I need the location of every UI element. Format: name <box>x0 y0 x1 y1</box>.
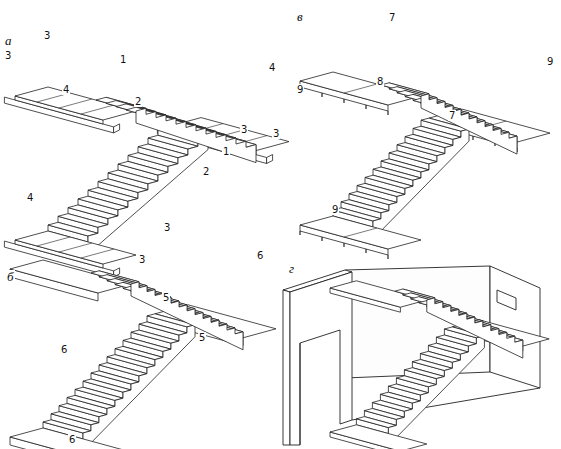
callout-number: 1 <box>119 54 127 65</box>
landing-slab <box>300 216 421 249</box>
slab-rib <box>387 111 388 115</box>
callout-number: 6 <box>256 250 264 261</box>
callout-number: 3 <box>272 128 280 139</box>
stair-tread <box>436 335 476 346</box>
panel-letter: г <box>288 262 295 275</box>
landing-slab <box>330 425 427 449</box>
stair-tread <box>420 351 460 362</box>
callout-number: 6 <box>68 434 76 445</box>
callout-number: 9 <box>331 204 339 215</box>
slab-joint <box>59 99 92 108</box>
panel-letter: в <box>296 10 304 23</box>
stair-stringer <box>88 138 208 254</box>
beam-end <box>267 155 273 164</box>
slab-joint <box>81 105 114 114</box>
callout-number: 3 <box>240 124 248 135</box>
callout-number: 7 <box>388 12 396 23</box>
callout-number: 1 <box>222 146 230 157</box>
stair-tread <box>356 417 396 428</box>
left-wall-edge <box>283 290 290 445</box>
stair-tread <box>372 400 412 411</box>
floor-line <box>352 388 540 420</box>
callout-number: 3 <box>4 50 12 61</box>
callout-number: 6 <box>60 344 68 355</box>
slab-rib <box>365 105 366 109</box>
stair-tread <box>412 360 452 371</box>
slab-joint <box>37 237 70 246</box>
slab-rib <box>387 255 388 259</box>
callout-number: 9 <box>296 84 304 95</box>
slab-rib <box>321 93 322 97</box>
left-wall-face <box>290 272 352 445</box>
callout-number: 7 <box>448 110 456 121</box>
callout-number: 5 <box>198 332 206 343</box>
stair-stringer <box>388 336 484 446</box>
window-opening <box>497 290 516 310</box>
callout-number: 2 <box>134 96 142 107</box>
callout-number: 3 <box>163 222 171 233</box>
landing-slab <box>10 428 131 449</box>
stair-tread <box>380 392 420 403</box>
landing-slab <box>15 231 136 264</box>
callout-number: 9 <box>546 56 554 67</box>
slab-rib <box>299 231 300 235</box>
callout-number: 4 <box>62 84 70 95</box>
stair-stringer <box>373 129 469 239</box>
stair-stringer <box>83 325 195 449</box>
callout-number: 4 <box>268 62 276 73</box>
slab-rib <box>343 243 344 247</box>
slab-rib <box>343 99 344 103</box>
stair-tread <box>396 376 436 387</box>
slab-rib <box>472 136 473 140</box>
panel-letter: а <box>4 34 13 47</box>
callout-number: 4 <box>26 192 34 203</box>
callout-number: 2 <box>202 166 210 177</box>
slab-joint <box>59 243 92 252</box>
stair-stringer <box>131 282 243 350</box>
beam-end <box>114 124 120 133</box>
stair-stringer <box>421 94 517 154</box>
door-jamb <box>300 343 301 445</box>
stair-tread <box>404 368 444 379</box>
slab-joint <box>344 84 377 93</box>
callout-number: 3 <box>138 254 146 265</box>
slab-rib <box>365 249 366 253</box>
stair-tread <box>364 409 404 420</box>
slab-joint <box>344 228 377 237</box>
callout-number: 8 <box>376 76 384 87</box>
stair-tread <box>428 343 468 354</box>
panel-letter: б <box>6 270 15 283</box>
callout-number: 5 <box>162 292 170 303</box>
stair-stringer <box>427 298 523 358</box>
stair-stringer <box>136 108 256 162</box>
slab-joint <box>81 249 114 258</box>
stair-tread <box>388 384 428 395</box>
callout-number: 3 <box>43 30 51 41</box>
slab-rib <box>321 237 322 241</box>
